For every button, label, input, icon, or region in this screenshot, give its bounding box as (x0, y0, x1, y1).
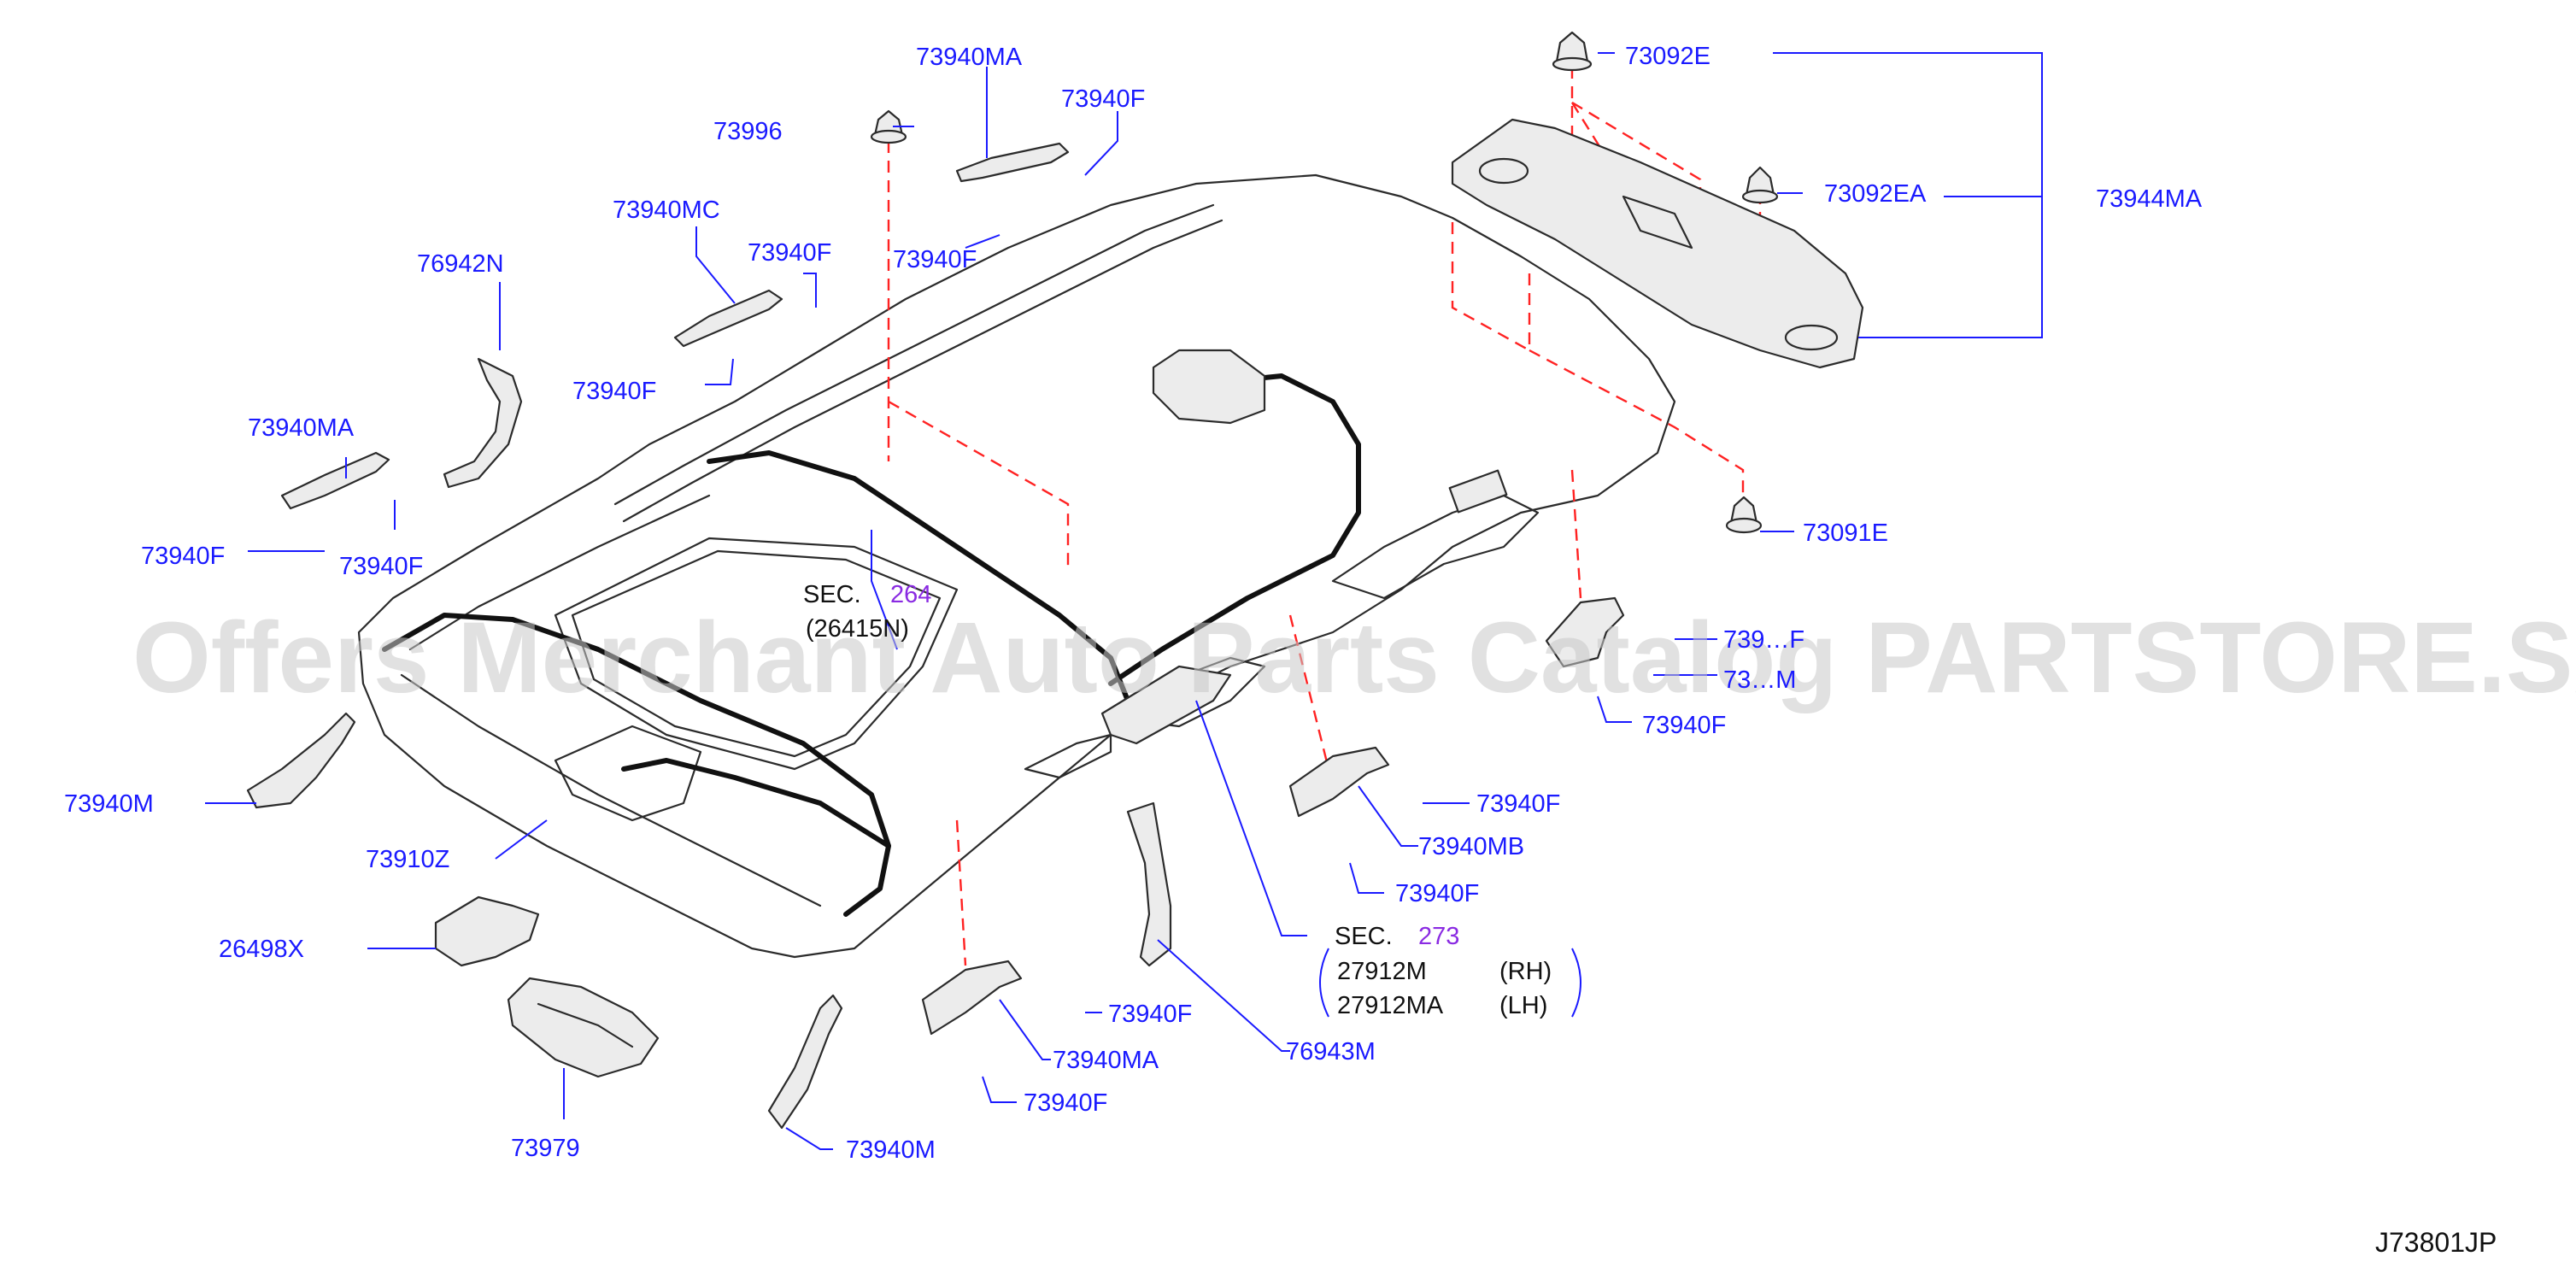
assist-grip-73940ma-top (955, 142, 1070, 183)
clip-73092ea (1741, 166, 1779, 204)
sec273-prefix: SEC. (1335, 923, 1393, 950)
label-73940m-left[interactable]: 73940M (64, 790, 154, 818)
assist-grip-73940ma-bottom (921, 960, 1023, 1036)
label-73996[interactable]: 73996 (713, 118, 783, 145)
label-73940ma-bottom[interactable]: 73940MA (1053, 1047, 1159, 1074)
label-73944ma[interactable]: 73944MA (2096, 185, 2203, 213)
sec264-number[interactable]: 264 (890, 581, 931, 608)
leader-lines (205, 52, 2043, 1150)
assist-grip-73940ma-left (280, 451, 390, 510)
installation-guide-lines (887, 67, 1762, 966)
sunroof-switch-27912m (1100, 665, 1232, 745)
label-73940f-3[interactable]: 73940F (748, 239, 831, 267)
roof-wire-harness (382, 373, 1361, 917)
label-73092e[interactable]: 73092E (1625, 43, 1710, 70)
label-73940mb[interactable]: 73940MB (1418, 833, 1524, 860)
section-ref-273: SEC. 273 27912M (RH) 27912MA (LH) (1335, 923, 1552, 1019)
watermark-text: Offers Merchant Auto Parts Catalog PARTS… (132, 602, 2576, 714)
assist-grip-73940mb (1288, 746, 1390, 818)
clip-73091e (1725, 496, 1763, 534)
label-73940f-5[interactable]: 73940F (141, 543, 225, 570)
label-73940mc[interactable]: 73940MC (613, 197, 720, 224)
section-ref-264: SEC. 264 (26415N) (803, 581, 931, 643)
sec273-row2-part: 27912MA (1337, 992, 1444, 1019)
label-73940ma-left[interactable]: 73940MA (248, 414, 355, 442)
assist-grip-73940m-right (1545, 596, 1625, 668)
assist-grip-76942n (443, 357, 523, 489)
label-73940f-4[interactable]: 73940F (572, 378, 656, 405)
label-73091e[interactable]: 73091E (1803, 520, 1888, 547)
clip-73092e (1552, 31, 1593, 72)
sec273-row1-part: 27912M (1337, 958, 1427, 985)
label-73940m-bottom[interactable]: 73940M (846, 1136, 936, 1164)
clip-73996 (870, 109, 907, 144)
label-73940f-1[interactable]: 73940F (1061, 85, 1145, 113)
map-lamp-accessory (1152, 349, 1266, 425)
cover-73979 (507, 977, 660, 1078)
assist-grip-73940mc (673, 289, 783, 348)
label-73940ma-top[interactable]: 73940MA (916, 44, 1023, 71)
label-76942n[interactable]: 76942N (417, 250, 504, 278)
vanity-lamp-26498x (434, 895, 540, 967)
label-73979[interactable]: 73979 (511, 1135, 580, 1162)
label-73940f-7[interactable]: 73940F (1642, 712, 1726, 739)
sec264-part: (26415N) (806, 615, 909, 643)
sec273-row2-side: (LH) (1499, 992, 1547, 1019)
label-73940f-8[interactable]: 73940F (1476, 790, 1560, 818)
headlining-panel (357, 173, 1676, 959)
label-73940f-9[interactable]: 73940F (1395, 880, 1479, 907)
label-73940f-2[interactable]: 73940F (893, 246, 977, 273)
label-73910z[interactable]: 73910Z (366, 846, 449, 873)
assist-grip-73940m-left (246, 712, 356, 809)
label-26498x[interactable]: 26498X (219, 936, 304, 963)
drawing-code: J73801JP (2375, 1227, 2497, 1258)
label-73940f-11[interactable]: 73940F (1024, 1089, 1107, 1117)
pillar-trim-76943m (1126, 801, 1172, 967)
rear-roof-trim-73944ma (1451, 118, 1864, 369)
label-76943m[interactable]: 76943M (1286, 1038, 1376, 1065)
sec273-number[interactable]: 273 (1418, 923, 1459, 950)
assist-grip-73940m-bottom (767, 994, 843, 1130)
label-73940f-10[interactable]: 73940F (1108, 1001, 1192, 1028)
label-73940f-partial[interactable]: 739…F (1723, 626, 1804, 654)
label-73940m-partial[interactable]: 73…M (1723, 666, 1796, 694)
sec264-prefix: SEC. (803, 581, 861, 608)
label-73092ea[interactable]: 73092EA (1824, 180, 1927, 208)
sec273-row1-side: (RH) (1499, 958, 1552, 985)
part-labels: 73940MA 73940F 73996 73940F 73940MC 7394… (64, 43, 2203, 1164)
label-73940f-6[interactable]: 73940F (339, 553, 423, 580)
